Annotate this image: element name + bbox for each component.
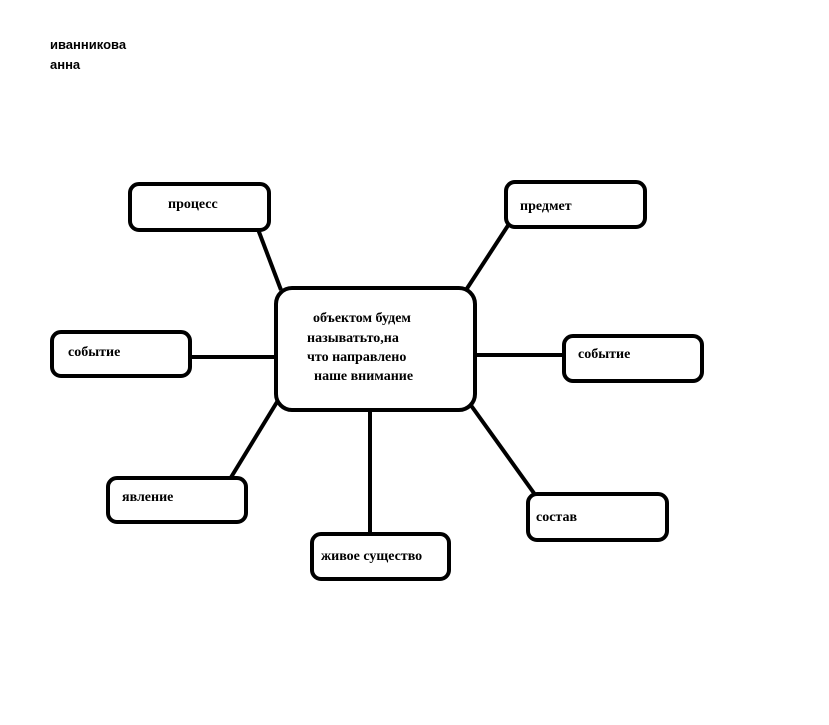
center-node: объектом будем называтьто,на что направл… (274, 286, 477, 412)
author-first-line: иванникова (50, 37, 127, 52)
author-second-line: анна (50, 57, 81, 72)
connector-process (254, 223, 283, 291)
node-composition: состав (526, 492, 669, 542)
node-event-right-label: событие (578, 347, 630, 362)
node-object: предмет (504, 180, 647, 229)
node-living-being-label: живое существо (321, 549, 422, 564)
node-event-left-label: событие (68, 345, 120, 360)
node-phenomenon: явление (106, 476, 248, 524)
connector-object (464, 222, 511, 292)
node-event-left: событие (50, 330, 192, 378)
connector-composition (468, 402, 538, 498)
center-label-line-2: называтьто,на (307, 331, 399, 346)
node-process-label: процесс (168, 197, 218, 212)
center-label-line-3: что направлено (307, 350, 406, 365)
node-composition-label: состав (536, 510, 577, 525)
node-object-label: предмет (520, 199, 572, 214)
center-label-line-4: наше внимание (314, 369, 413, 384)
author-name: иванникова анна (50, 35, 126, 75)
node-process: процесс (128, 182, 271, 232)
node-living-being: живое существо (310, 532, 451, 581)
center-label-line-1: объектом будем (313, 311, 411, 326)
node-event-right: событие (562, 334, 704, 383)
connector-phenomenon (228, 400, 279, 481)
node-phenomenon-label: явление (122, 490, 173, 505)
